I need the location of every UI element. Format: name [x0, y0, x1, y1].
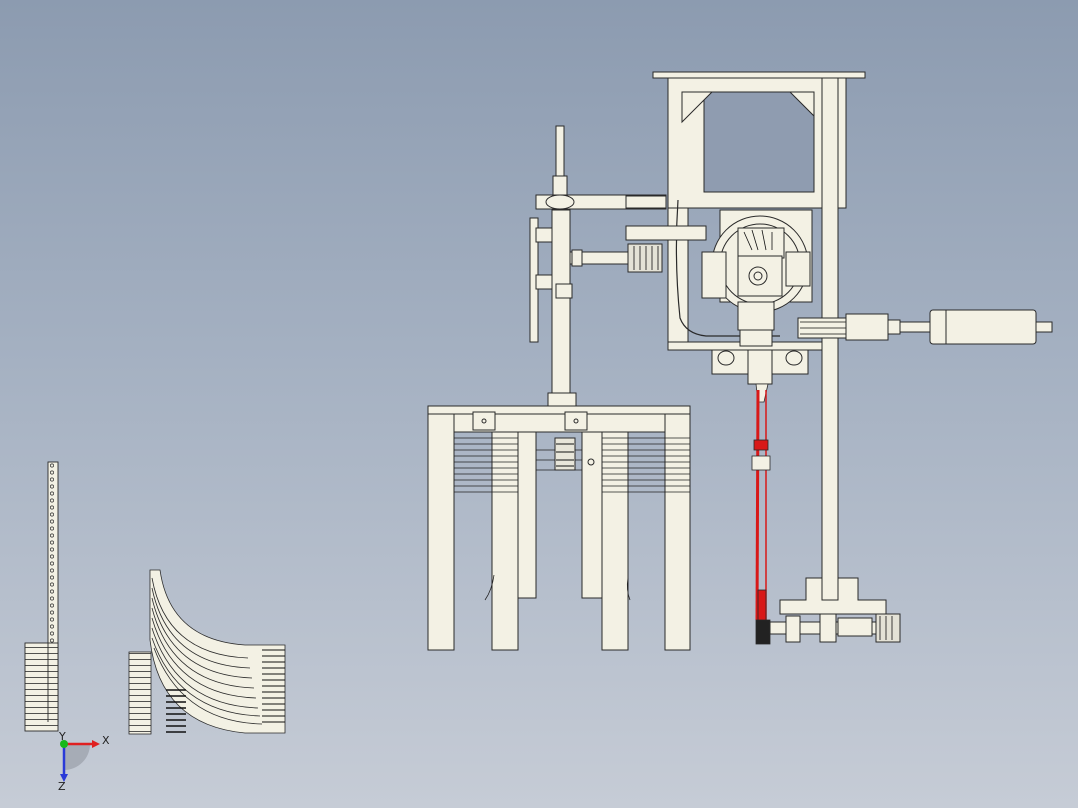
- curved-comb-part[interactable]: [149, 569, 286, 734]
- base-roller-assembly[interactable]: [769, 577, 901, 643]
- comb-slat-stack[interactable]: [128, 651, 186, 735]
- red-drive-rod[interactable]: [751, 383, 771, 645]
- axis-triad: X Y Z: [58, 730, 110, 793]
- main-frame-assembly[interactable]: [625, 71, 866, 605]
- side-cylinder[interactable]: [845, 309, 1053, 345]
- x-axis-label: X: [102, 734, 110, 747]
- z-axis-label: Z: [58, 780, 66, 793]
- vertical-rail-part[interactable]: [24, 461, 59, 732]
- comb-table-assembly[interactable]: [427, 405, 691, 651]
- y-axis-label: Y: [58, 730, 66, 743]
- y-axis-dot: [60, 740, 68, 748]
- lift-column-assembly[interactable]: [529, 125, 667, 407]
